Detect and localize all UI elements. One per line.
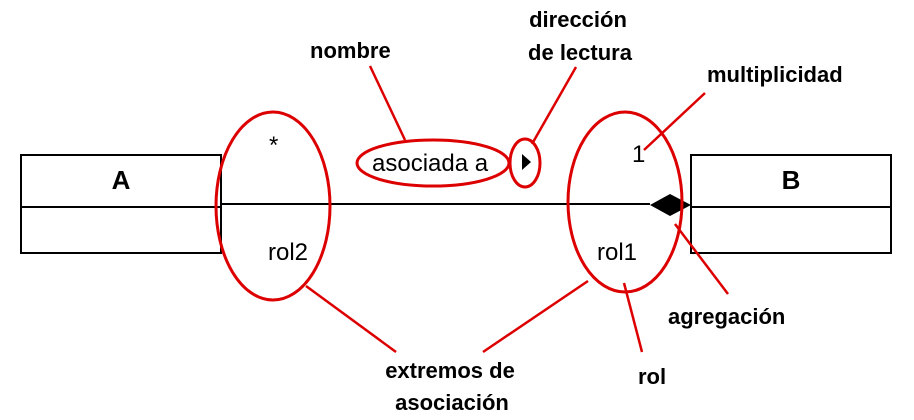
leader-role — [622, 282, 644, 353]
class-a-name: A — [112, 165, 131, 195]
end-a-highlight — [214, 110, 332, 302]
leader-name — [368, 65, 407, 141]
end-b-highlight — [566, 110, 684, 294]
direction-highlight — [508, 137, 542, 189]
label-reading-direction-line1: dirección — [529, 7, 627, 32]
label-name: nombre — [310, 38, 391, 63]
highlight-group — [214, 110, 684, 302]
leader-direction — [530, 66, 578, 145]
class-b-name: B — [782, 165, 801, 195]
leader-aggregation — [674, 223, 729, 295]
class-a-box: A — [20, 154, 222, 254]
label-association-ends-line2: asociación — [395, 390, 509, 415]
end-a-multiplicity: * — [269, 132, 278, 159]
label-role: rol — [638, 364, 666, 389]
end-a-role: rol2 — [268, 239, 308, 266]
label-association-ends-line1: extremos de — [385, 358, 515, 383]
class-a-outline — [20, 154, 222, 254]
end-b-multiplicity: 1 — [632, 141, 645, 168]
label-reading-direction-line2: de lectura — [528, 40, 633, 65]
leader-ends-left — [305, 284, 397, 354]
label-aggregation: agregación — [668, 304, 785, 329]
label-multiplicity: multiplicidad — [707, 62, 843, 87]
aggregation-diamond-icon — [650, 194, 691, 216]
class-b-box: B — [690, 154, 892, 254]
class-b-outline — [690, 154, 892, 254]
leader-ends-right — [482, 279, 589, 354]
reading-direction-icon — [522, 154, 531, 170]
leader-multiplicity — [643, 92, 706, 151]
leader-lines — [305, 65, 729, 354]
end-b-role: rol1 — [597, 239, 637, 266]
association-name: asociada a — [372, 150, 489, 177]
